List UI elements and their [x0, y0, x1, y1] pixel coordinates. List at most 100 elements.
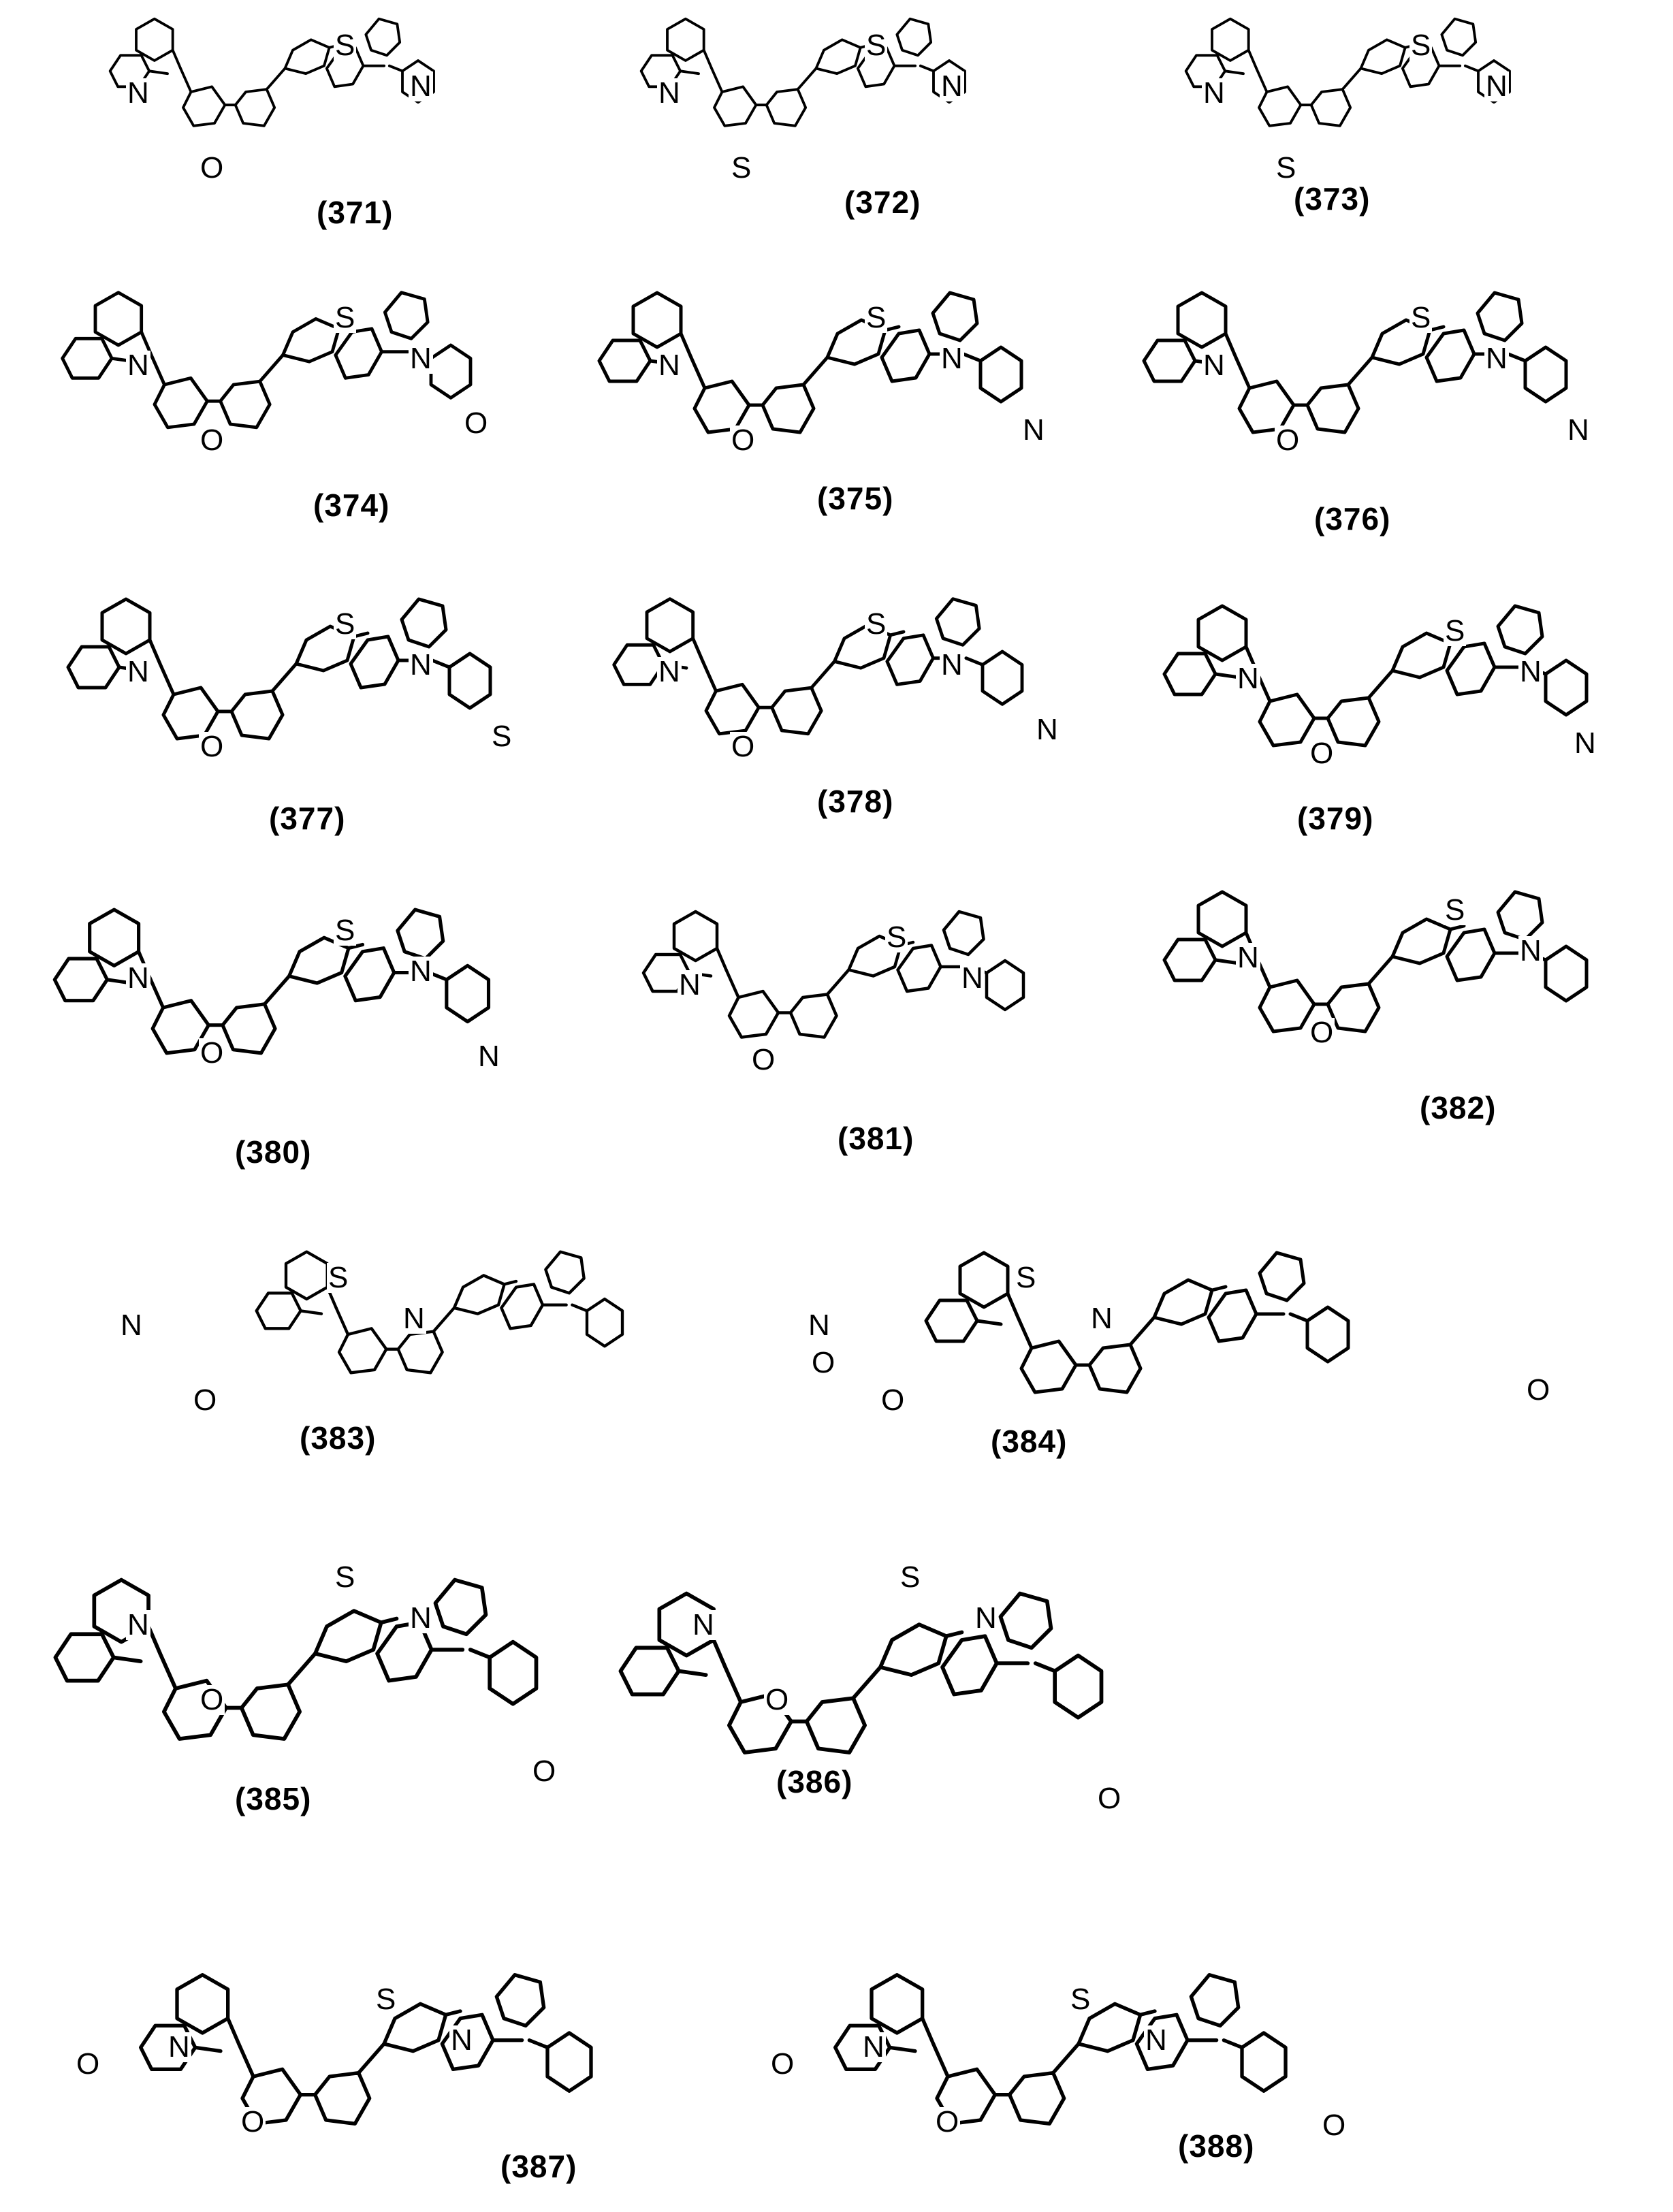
- compound-377: N O S N S: [48, 592, 565, 797]
- core-right-heteroatom: S: [334, 301, 357, 334]
- indole-nitrogen: N: [974, 1601, 998, 1635]
- compound-383: N O S N O: [41, 1246, 885, 1423]
- core-left-heteroatom: O: [199, 151, 225, 185]
- indole-nitrogen: N: [1089, 1302, 1114, 1335]
- indole-nitrogen: N: [402, 1302, 426, 1335]
- core-right-heteroatom: S: [327, 1261, 350, 1294]
- compound-385: N O S N O: [48, 1545, 606, 1831]
- core-right-heteroatom: S: [865, 301, 888, 334]
- indole-nitrogen: N: [1518, 934, 1543, 967]
- molecule-drawing: [1184, 17, 1511, 127]
- indole-nitrogen: N: [940, 342, 964, 375]
- compound-375: N O S N N: [579, 286, 1096, 490]
- left-group-heteroatom: O: [75, 2047, 101, 2081]
- core-right-heteroatom: S: [1069, 1983, 1092, 2016]
- compound-label-387: (387): [500, 2149, 577, 2184]
- molecule-drawing: [53, 1577, 539, 1741]
- molecule-drawing: [1162, 890, 1589, 1033]
- core-left-heteroatom: S: [730, 151, 753, 185]
- core-right-heteroatom: S: [1444, 614, 1467, 647]
- carbazole-nitrogen: N: [657, 349, 682, 382]
- substituent-heteroatom: N: [1573, 726, 1597, 760]
- compound-386: N O S N O: [613, 1545, 1171, 1859]
- core-left-heteroatom: O: [934, 2105, 961, 2138]
- indole-nitrogen: N: [1484, 69, 1509, 103]
- indole-nitrogen: N: [409, 1601, 433, 1635]
- core-right-heteroatom: S: [899, 1560, 922, 1594]
- core-right-heteroatom: S: [865, 29, 888, 62]
- compound-label-381: (381): [838, 1121, 914, 1156]
- indole-nitrogen: N: [409, 342, 433, 375]
- compound-label-383: (383): [300, 1420, 377, 1456]
- substituent-heteroatom: O: [1525, 1373, 1552, 1407]
- core-right-heteroatom: S: [334, 914, 357, 947]
- carbazole-nitrogen: N: [861, 2030, 886, 2064]
- core-right-heteroatom: S: [1409, 29, 1433, 62]
- core-right-heteroatom: S: [1444, 893, 1467, 927]
- core-right-heteroatom: S: [1015, 1261, 1038, 1294]
- indole-nitrogen: N: [940, 69, 964, 103]
- compound-label-372: (372): [844, 185, 921, 220]
- compound-384: N O S N O: [729, 1246, 1600, 1450]
- compound-label-376: (376): [1314, 501, 1391, 536]
- compound-376: N O S N N: [1124, 286, 1641, 490]
- molecule-drawing: [641, 910, 1025, 1039]
- molecule-drawing: [66, 597, 492, 741]
- core-right-heteroatom: S: [375, 1983, 398, 2016]
- compound-label-371: (371): [317, 195, 394, 230]
- carbazole-nitrogen: N: [657, 655, 682, 688]
- compound-label-386: (386): [776, 1764, 853, 1799]
- compound-372: N S S N: [579, 14, 1069, 183]
- compound-label-382: (382): [1420, 1090, 1497, 1125]
- indole-nitrogen: N: [409, 69, 433, 103]
- core-left-heteroatom: O: [199, 730, 225, 763]
- indole-nitrogen: N: [409, 955, 433, 988]
- core-left-heteroatom: O: [1309, 737, 1335, 770]
- substituent-heteroatom: N: [1035, 713, 1059, 746]
- compound-382: N O S N: [1158, 878, 1648, 1096]
- carbazole-nitrogen: N: [1202, 349, 1226, 382]
- core-left-heteroatom: O: [750, 1043, 777, 1076]
- carbazole-nitrogen: N: [807, 1309, 831, 1342]
- compound-379: N O S N N: [1158, 599, 1648, 803]
- core-left-heteroatom: O: [1275, 423, 1301, 457]
- indole-nitrogen: N: [409, 648, 433, 682]
- molecule-drawing: [108, 17, 435, 127]
- compound-378: N O S N N: [579, 592, 1110, 790]
- compound-380: N O S N N: [48, 899, 552, 1117]
- core-left-heteroatom: O: [199, 1036, 225, 1070]
- core-right-heteroatom: S: [334, 1560, 357, 1594]
- core-left-heteroatom: O: [199, 1683, 225, 1716]
- carbazole-nitrogen: N: [678, 968, 702, 1001]
- core-right-heteroatom: S: [865, 607, 888, 641]
- carbazole-nitrogen: N: [1202, 76, 1226, 110]
- core-left-heteroatom: O: [730, 730, 756, 763]
- compound-387: N O S N O: [75, 1968, 701, 2185]
- indole-nitrogen: N: [1144, 2023, 1168, 2057]
- left-group-heteroatom: O: [769, 2047, 796, 2081]
- substituent-heteroatom: N: [1566, 413, 1591, 447]
- core-left-heteroatom: O: [730, 423, 756, 457]
- carbazole-nitrogen: N: [1236, 941, 1260, 974]
- substituent-heteroatom: S: [490, 720, 513, 753]
- carbazole-nitrogen: N: [691, 1608, 716, 1641]
- compound-label-374: (374): [313, 487, 390, 523]
- compound-label-377: (377): [269, 801, 346, 836]
- substituent-heteroatom: N: [477, 1040, 501, 1073]
- core-right-heteroatom: S: [885, 920, 908, 954]
- core-right-heteroatom: S: [334, 29, 357, 62]
- indole-nitrogen: N: [1484, 342, 1509, 375]
- carbazole-nitrogen: N: [167, 2030, 191, 2064]
- molecule-drawing: [61, 291, 473, 430]
- substituent-heteroatom: O: [463, 406, 490, 440]
- core-left-heteroatom: S: [1275, 151, 1298, 185]
- core-left-heteroatom: O: [1309, 1016, 1335, 1049]
- molecule-drawing: [924, 1251, 1350, 1394]
- compound-label-373: (373): [1294, 181, 1371, 217]
- compound-label-375: (375): [817, 481, 894, 516]
- core-left-heteroatom: O: [192, 1383, 219, 1417]
- compound-374: N O S N O: [48, 286, 538, 483]
- molecule-drawing: [618, 1591, 1104, 1754]
- carbazole-nitrogen: N: [126, 349, 150, 382]
